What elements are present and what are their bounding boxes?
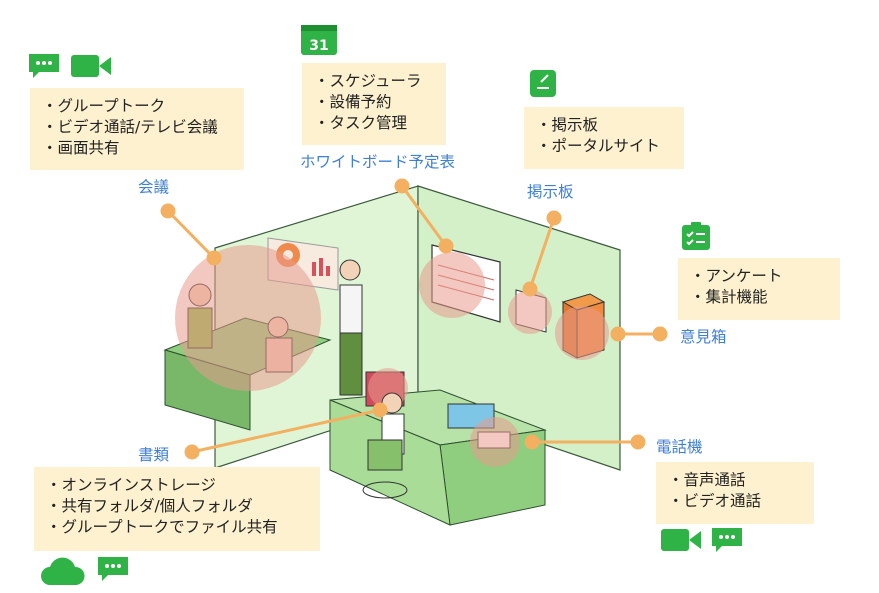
meeting-connector (166, 209, 216, 260)
feature-item: ・設備予約 (314, 93, 392, 111)
feature-item: ・掲示板 (536, 116, 599, 134)
phone-label: 電話機 (656, 438, 703, 456)
feature-item: ・グループトークでファイル共有 (46, 518, 278, 536)
chat-bubble-icon (98, 557, 128, 581)
bulletin-connector (528, 217, 556, 290)
feature-item: ・ポータルサイト (536, 137, 661, 155)
suggestion-features-box: ・アンケート ・集計機能 (678, 258, 840, 320)
bulletin-features-box: ・掲示板 ・ポータルサイト (524, 107, 684, 169)
feature-item: ・オンラインストレージ (46, 476, 216, 494)
calendar-number: 31 (309, 38, 328, 54)
checklist-clipboard-icon (682, 222, 710, 250)
feature-item: ・タスク管理 (314, 114, 408, 132)
chat-bubble-icon (712, 528, 742, 552)
bulletin-label: 掲示板 (527, 183, 574, 201)
cloud-icon (41, 557, 85, 585)
video-camera-icon (661, 529, 701, 551)
whiteboard-label: ホワイトボード予定表 (300, 153, 456, 171)
feature-item: ・グループトーク (42, 97, 166, 115)
presenter-person (339, 284, 363, 334)
chat-bubble-icon (29, 54, 59, 78)
feature-item: ・スケジューラ (314, 72, 422, 90)
feature-item: ・画面共有 (42, 139, 120, 157)
clipboard-edit-icon (530, 70, 556, 97)
feature-item: ・音声通話 (668, 471, 746, 489)
phone-highlight (470, 417, 520, 467)
feature-item: ・集計機能 (690, 288, 768, 306)
calendar-icon: 31 (301, 25, 337, 55)
meeting-label: 会議 (138, 178, 170, 196)
suggestion-box-label: 意見箱 (680, 328, 727, 346)
feature-item: ・ビデオ通話/テレビ会議 (42, 118, 218, 136)
phone-features-box: ・音声通話 ・ビデオ通話 (656, 462, 814, 524)
documents-features-box: ・オンラインストレージ ・共有フォルダ/個人フォルダ ・グループトークでファイル… (34, 467, 320, 551)
documents-label: 書類 (138, 446, 170, 464)
video-camera-icon (71, 55, 111, 77)
whiteboard-highlight (419, 252, 485, 318)
feature-item: ・共有フォルダ/個人フォルダ (46, 497, 253, 515)
documents-connector (191, 408, 381, 454)
meeting-features-box: ・グループトーク ・ビデオ通話/テレビ会議 ・画面共有 (30, 88, 244, 170)
bulletin-highlight (508, 290, 552, 334)
feature-item: ・アンケート (690, 267, 783, 285)
whiteboard-connector (400, 185, 448, 247)
suggestion-box-highlight (555, 306, 609, 360)
feature-item: ・ビデオ通話 (668, 492, 762, 510)
meeting-highlight (175, 245, 321, 391)
whiteboard-features-box: ・スケジューラ ・設備予約 ・タスク管理 (302, 63, 446, 145)
